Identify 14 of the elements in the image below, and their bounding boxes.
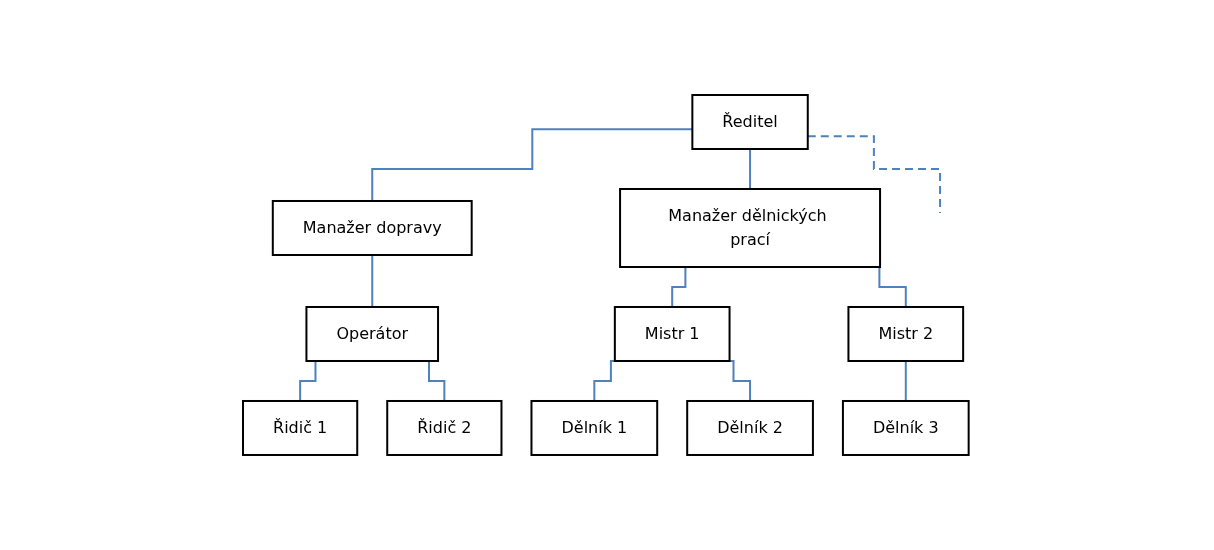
connector — [905, 360, 908, 402]
node-box: Dělník 2 — [686, 400, 815, 456]
node-box: Mistr 1 — [614, 306, 731, 362]
node-box: Ředitel — [691, 94, 810, 150]
node-box: Dělník 3 — [842, 400, 971, 456]
node-box: Manažer dopravy — [272, 200, 474, 256]
node-box: Dělník 1 — [530, 400, 659, 456]
node-box: Operátor — [305, 306, 440, 362]
connector — [749, 148, 752, 190]
node-box: Manažer dělnických prací — [619, 188, 882, 268]
connector — [371, 254, 374, 308]
node-box: Mistr 2 — [847, 306, 965, 362]
node-box: Řidič 2 — [386, 400, 503, 456]
node-box: Řidič 1 — [242, 400, 359, 456]
